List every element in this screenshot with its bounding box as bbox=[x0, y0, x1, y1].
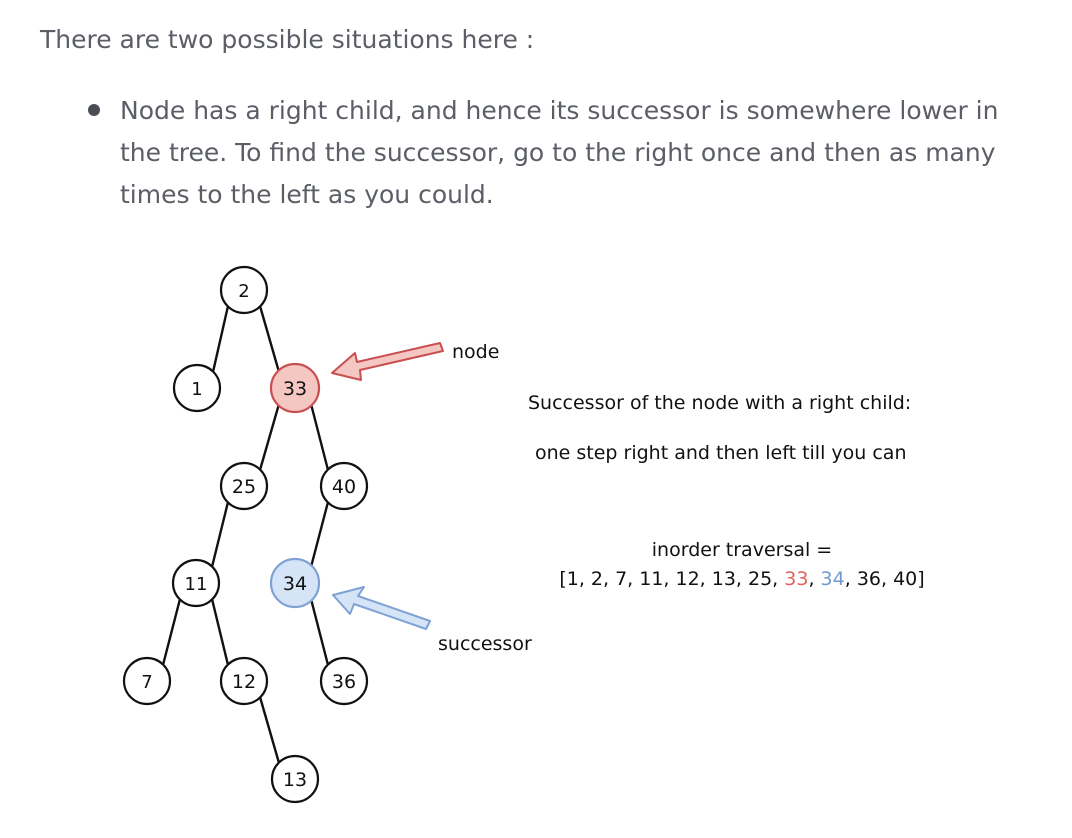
edge-33-25 bbox=[258, 403, 281, 471]
traversal-node-value: 33 bbox=[784, 568, 808, 590]
node-13-label: 13 bbox=[283, 769, 307, 791]
node-40-label: 40 bbox=[332, 476, 356, 498]
edge-40-34 bbox=[309, 501, 330, 568]
edge-11-12 bbox=[210, 598, 230, 666]
traversal-open-bracket: [ bbox=[559, 568, 566, 590]
successor-arrow-icon bbox=[332, 586, 431, 630]
successor-rule-title: Successor of the node with a right child… bbox=[528, 392, 911, 414]
tree-node-12: 12 bbox=[219, 656, 269, 706]
edge-11-7 bbox=[161, 598, 182, 666]
tree-node-40: 40 bbox=[319, 461, 369, 511]
tree-edges bbox=[161, 305, 330, 764]
list-item: Node has a right child, and hence its su… bbox=[88, 90, 1048, 216]
successor-rule-description: one step right and then left till you ca… bbox=[535, 442, 906, 464]
successor-arrow-label: successor bbox=[438, 633, 532, 655]
traversal-successor-value: 34 bbox=[821, 568, 845, 590]
traversal-separator: , bbox=[808, 568, 820, 590]
tree-diagram: 2 1 33 25 40 11 34 7 bbox=[122, 265, 925, 804]
tree-node-25: 25 bbox=[219, 461, 269, 511]
traversal-values-before: 1, 2, 7, 11, 12, 13, 25, bbox=[567, 568, 785, 590]
traversal-sequence: [1, 2, 7, 11, 12, 13, 25, 33, 34, 36, 40… bbox=[559, 568, 924, 590]
traversal-title: inorder traversal = bbox=[652, 539, 832, 561]
node-12-label: 12 bbox=[232, 671, 256, 693]
tree-node-1: 1 bbox=[172, 363, 222, 413]
edge-34-36 bbox=[309, 598, 330, 666]
node-11-label: 11 bbox=[185, 574, 208, 595]
edge-2-33 bbox=[258, 305, 281, 373]
tree-node-36: 36 bbox=[319, 656, 369, 706]
situation-list: Node has a right child, and hence its su… bbox=[88, 90, 1048, 216]
tree-node-2: 2 bbox=[219, 265, 269, 315]
node-34-label: 34 bbox=[283, 573, 307, 595]
successor-diagram: 2 1 33 25 40 11 34 7 bbox=[0, 240, 1072, 838]
node-1-label: 1 bbox=[191, 379, 202, 400]
intro-text: There are two possible situations here : bbox=[40, 25, 535, 54]
node-25-label: 25 bbox=[232, 476, 256, 498]
traversal-values-after: , 36, 40 bbox=[845, 568, 918, 590]
node-33-label: 33 bbox=[283, 378, 307, 400]
edge-25-11 bbox=[210, 501, 230, 568]
node-36-label: 36 bbox=[332, 671, 356, 693]
tree-node-11: 11 bbox=[171, 558, 221, 608]
edge-33-40 bbox=[309, 403, 330, 471]
node-2-label: 2 bbox=[238, 281, 249, 302]
tree-node-13: 13 bbox=[270, 754, 320, 804]
traversal-close-bracket: ] bbox=[917, 568, 924, 590]
list-item-text: Node has a right child, and hence its su… bbox=[120, 96, 999, 209]
bullet-icon bbox=[88, 104, 100, 116]
node-arrow-icon bbox=[331, 342, 444, 381]
tree-node-33-highlighted: 33 bbox=[269, 362, 321, 414]
node-arrow-label: node bbox=[452, 341, 499, 363]
tree-node-7: 7 bbox=[122, 656, 172, 706]
edge-2-1 bbox=[211, 305, 230, 373]
tree-node-34-successor: 34 bbox=[269, 557, 321, 609]
edge-12-13 bbox=[258, 696, 281, 764]
node-7-label: 7 bbox=[141, 672, 152, 693]
